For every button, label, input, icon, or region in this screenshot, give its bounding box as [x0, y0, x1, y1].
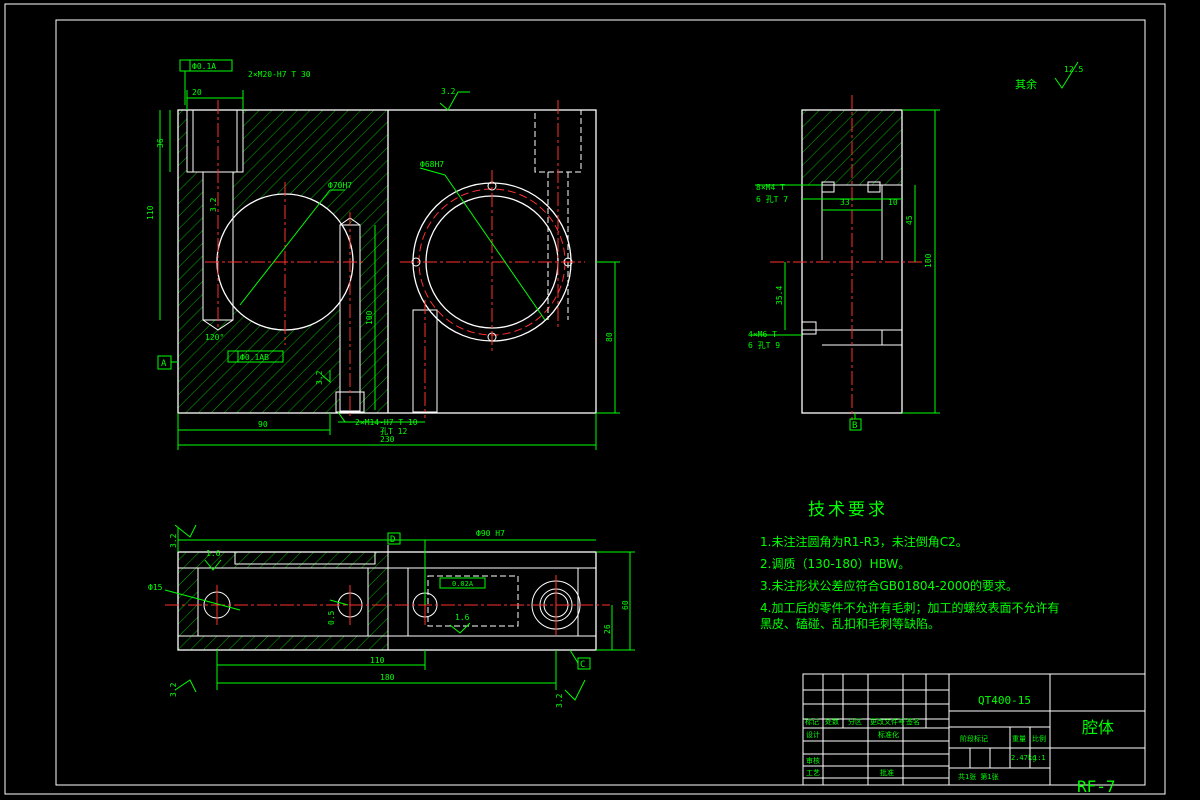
dim-110: 110	[146, 205, 155, 220]
tb-material: QT400-15	[978, 694, 1031, 707]
tb-process: 工艺	[806, 769, 820, 777]
tb-change-doc: 更改文件号	[870, 717, 905, 726]
top-roughness-16b: 1.6	[455, 613, 470, 622]
tb-zone: 分区	[848, 717, 862, 726]
tol-frame-top: Ф0.1A	[192, 62, 216, 71]
small-bore-label: Ф68H7	[420, 160, 444, 169]
dim-100-front: 100	[365, 310, 374, 325]
inner-border	[55, 19, 1146, 786]
tech-item-4: 4.加工后的零件不允许有毛刺；加工的螺纹表面不允许有黑皮、磕碰、乱扣和毛刺等缺陷…	[760, 601, 1060, 631]
side-thread-low-2: 6 孔T 9	[748, 341, 780, 350]
side-dim-100: 100	[924, 253, 933, 268]
top-bore-15: Ф15	[148, 583, 163, 592]
angle-120: 120°	[205, 333, 224, 342]
thread-note-bottom: 2×M14-H7 T 10	[355, 418, 418, 427]
big-bore-label: Ф70H7	[328, 181, 352, 190]
side-dim-45: 45	[905, 215, 914, 225]
side-view: 其余 12.5 8×M4 T 6 孔T 7 33 10 45 100 35.4 …	[748, 61, 1083, 431]
side-dim-35-4: 35.4	[775, 286, 784, 305]
tb-scale-value: 1:1	[1033, 754, 1046, 762]
tech-item-1: 1.未注注圆角为R1-R3，未注倒角C2。	[760, 535, 968, 549]
outer-border	[4, 3, 1166, 795]
side-thread-low: 4×M6 T	[748, 330, 777, 339]
tb-weight-label: 重量	[1012, 735, 1026, 743]
datum-b: B	[852, 421, 857, 431]
top-view: 3.2 1.6 Ф15 0.5 D Ф90 H7 0.02A 1.6 110 1…	[148, 524, 635, 708]
top-dim-180: 180	[380, 673, 395, 682]
tb-marks: 标记	[805, 717, 819, 726]
tb-weight-value: 2.47kg	[1011, 754, 1036, 762]
dim-3-2-left: 3.2	[209, 197, 218, 212]
title-block-text: 标记 处数 分区 更改文件号 签名 设计 标准化 审核 工艺 批准 QT400-…	[805, 694, 1116, 796]
side-dim-10: 10	[888, 198, 898, 207]
dim-80-front: 80	[605, 332, 614, 342]
roughness-rest-label: 其余	[1015, 77, 1037, 91]
technical-requirements: 技术要求 1.未注注圆角为R1-R3，未注倒角C2。 2.调质（130-180）…	[760, 495, 1060, 638]
title-block	[802, 673, 1146, 786]
tech-item-3: 3.未注形状公差应符合GB01804-2000的要求。	[760, 579, 1019, 593]
top-tol-box: 0.02A	[452, 580, 474, 588]
datum-c: C	[580, 660, 585, 670]
tb-standard: 标准化	[878, 730, 899, 739]
side-dim-33: 33	[840, 198, 850, 207]
top-dim-26: 26	[603, 624, 612, 634]
tb-part-name: 腔体	[1082, 718, 1114, 737]
side-thread-top: 8×M4 T	[756, 183, 785, 192]
tb-approve: 批准	[880, 768, 894, 777]
tb-count: 处数	[825, 717, 839, 726]
front-view: Ф0.1A 2×M20-H7 T 30 20 36 110 3.2 Ф70H7 …	[146, 59, 620, 450]
top-roughness-left: 3.2	[169, 533, 178, 548]
tol-frame-bottom: Ф0.1AB	[240, 353, 269, 362]
tb-scale-label: 比例	[1032, 734, 1046, 743]
roughness-3-2-slot: 3.2	[315, 370, 324, 385]
top-dim-60: 60	[621, 600, 630, 610]
tb-sheets: 共1张 第1张	[958, 772, 999, 781]
tech-title: 技术要求	[808, 500, 888, 520]
tb-stage-label: 阶段标记	[960, 734, 988, 743]
top-roughness-bottom-r: 3.2	[555, 693, 564, 708]
thread-note-bottom-2: 孔T 12	[380, 427, 407, 436]
datum-d: D	[390, 535, 395, 545]
roughness-rest-value: 12.5	[1064, 65, 1083, 74]
top-dim-110: 110	[370, 656, 385, 665]
dim-36: 36	[156, 138, 165, 148]
tb-design: 设计	[806, 730, 820, 739]
top-roughness-16: 1.6	[206, 549, 221, 558]
tech-item-2: 2.调质（130-180）HBW。	[760, 557, 911, 571]
thread-note-top: 2×M20-H7 T 30	[248, 70, 311, 79]
tb-review: 审核	[806, 756, 820, 765]
roughness-3-2-top: 3.2	[441, 87, 456, 96]
dim-230: 230	[380, 435, 395, 444]
dim-90: 90	[258, 420, 268, 429]
top-roughness-bottom: 3.2	[169, 682, 178, 697]
datum-a: A	[161, 359, 167, 369]
dim-top-width: 20	[192, 88, 202, 97]
tb-sign: 签名	[906, 717, 920, 726]
side-thread-top-2: 6 孔T 7	[756, 195, 788, 204]
tb-drawing-no: RF-7	[1077, 777, 1116, 796]
top-dim-0-5: 0.5	[327, 610, 336, 625]
top-bore-h7: Ф90 H7	[476, 529, 505, 538]
